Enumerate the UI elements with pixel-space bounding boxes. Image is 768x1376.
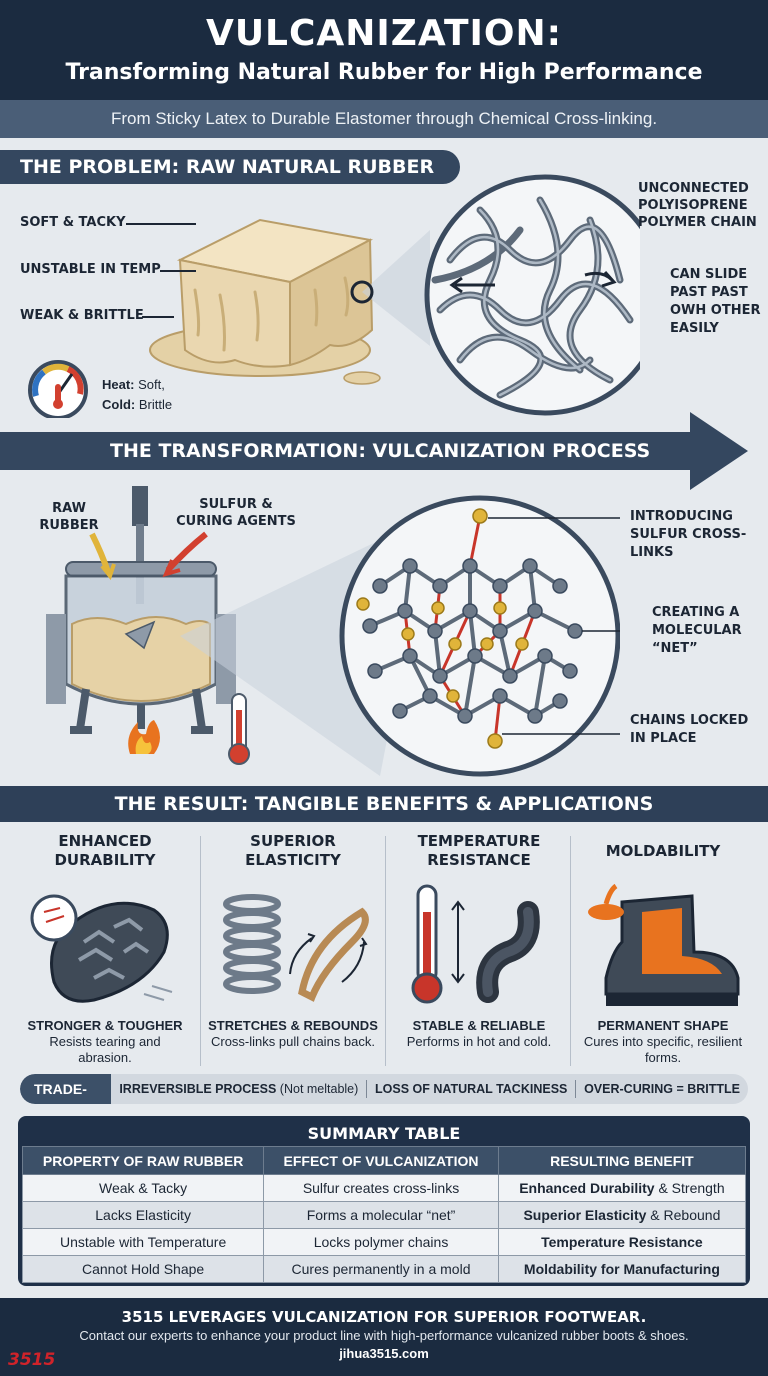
footer-url-link[interactable]: jihua3515.com [339, 1346, 429, 1361]
benefit-title: SUPERIOR ELASTICITY [245, 832, 341, 869]
table-cell: Unstable with Temperature [21, 1228, 265, 1256]
cell-rest: & Strength [654, 1180, 725, 1196]
summary-table: SUMMARY TABLE PROPERTY OF RAW RUBBER EFF… [18, 1116, 750, 1286]
benefit-head: STRETCHES & REBOUNDS [208, 1018, 378, 1033]
table-cell: Lacks Elasticity [21, 1201, 265, 1229]
benefit-desc: Performs in hot and cold. [406, 1034, 552, 1049]
benefit-moldability: MOLDABILITY PERMANENT SHAPE Cures into s… [572, 828, 754, 1076]
column-header: PROPERTY OF RAW RUBBER [21, 1146, 265, 1175]
tradeoffs-bar: TRADE-OFFS IRREVERSIBLE PROCESS (Not mel… [20, 1074, 748, 1104]
cell-rest: & Rebound [646, 1207, 721, 1223]
benefit-durability: ENHANCED DURABILITY STRONGER & TOUGHER R… [14, 828, 196, 1076]
label-molecular-net: CREATING A MOLECULAR “NET” [652, 605, 742, 656]
tradeoff-text: IRREVERSIBLE PROCESS [119, 1082, 277, 1096]
page-title: VULCANIZATION: [205, 13, 563, 54]
benefit-desc: Resists tearing and abrasion. [49, 1034, 161, 1065]
column-header: EFFECT OF VULCANIZATION [263, 1146, 499, 1175]
gauge-heat-value: Soft, [138, 377, 165, 392]
gauge-heat-label: Heat: [102, 377, 135, 392]
divider [366, 1080, 367, 1098]
tradeoffs-tag: TRADE-OFFS [20, 1074, 112, 1104]
table-row: Weak & Tacky Sulfur creates cross-links … [21, 1174, 747, 1202]
label-unconnected-chain: UNCONNECTED POLYISOPRENE POLYMER CHAIN [638, 181, 757, 230]
column-divider [200, 836, 201, 1066]
table-cell: Cannot Hold Shape [21, 1255, 265, 1283]
footer-contact: Contact our experts to enhance your prod… [79, 1328, 689, 1343]
spring-band-icon [223, 894, 369, 1002]
table-row: Cannot Hold Shape Cures permanently in a… [21, 1255, 747, 1283]
column-divider [570, 836, 571, 1066]
column-divider [385, 836, 386, 1066]
crosslink-network-zoom [180, 495, 620, 777]
leader-line [160, 270, 196, 272]
polymer-chain-zoom [350, 174, 640, 416]
table-cell: Cures permanently in a mold [263, 1255, 499, 1283]
table-title: SUMMARY TABLE [307, 1124, 461, 1143]
process-arrow-banner [0, 412, 748, 490]
leader-line [142, 316, 174, 318]
shoe-sole-icon [30, 894, 173, 1003]
label-chains-locked: CHAINS LOCKED IN PLACE [630, 713, 749, 746]
label-soft-tacky: SOFT & TACKY [20, 215, 126, 230]
table-row: Unstable with Temperature Locks polymer … [21, 1228, 747, 1256]
table-cell: Temperature Resistance [497, 1228, 747, 1256]
tradeoff-overcuring: OVER-CURING = BRITTLE [584, 1082, 740, 1096]
table-cell: Sulfur creates cross-links [263, 1174, 499, 1202]
page-subtitle: Transforming Natural Rubber for High Per… [65, 60, 703, 85]
table-cell: Locks polymer chains [263, 1228, 499, 1256]
benefit-title: MOLDABILITY [605, 841, 721, 860]
header-banner: VULCANIZATION: Transforming Natural Rubb… [0, 0, 768, 100]
label-can-slide: CAN SLIDE PAST PAST OWH OTHER EASILY [670, 267, 761, 336]
temperature-gauge-icon [28, 360, 88, 418]
table-cell: Superior Elasticity & Rebound [497, 1201, 747, 1229]
cell-bold: Enhanced Durability [519, 1180, 655, 1196]
column-header: RESULTING BENEFIT [497, 1146, 747, 1175]
benefit-temperature: TEMPERATURE RESISTANCE STABLE & RELIABLE… [388, 828, 570, 1076]
gauge-cold-value: Brittle [138, 397, 173, 412]
brand-logo: 3515 [8, 1350, 56, 1370]
transformation-heading: THE TRANSFORMATION: VULCANIZATION PROCES… [110, 440, 651, 462]
tradeoff-irreversible: IRREVERSIBLE PROCESS (Not meltable) [111, 1082, 366, 1096]
raw-rubber-illustration [149, 218, 381, 385]
footer-headline: 3515 LEVERAGES VULCANIZATION FOR SUPERIO… [121, 1308, 647, 1326]
table-grid: PROPERTY OF RAW RUBBER EFFECT OF VULCANI… [21, 1146, 747, 1283]
table-cell: Weak & Tacky [21, 1174, 265, 1202]
benefit-head: PERMANENT SHAPE [597, 1018, 729, 1033]
benefit-desc: Cross-links pull chains back. [210, 1034, 375, 1049]
label-sulfur-agents: SULFUR & CURING AGENTS [176, 497, 296, 529]
benefit-title: TEMPERATURE RESISTANCE [417, 832, 541, 869]
tradeoff-tackiness: LOSS OF NATURAL TACKINESS [375, 1082, 568, 1096]
cell-bold: Temperature Resistance [541, 1234, 703, 1250]
table-cell: Enhanced Durability & Strength [497, 1174, 747, 1202]
thermometer-hose-icon [411, 884, 540, 1004]
tagline: From Sticky Latex to Durable Elastomer t… [0, 100, 768, 138]
problem-heading: THE PROBLEM: RAW NATURAL RUBBER [0, 150, 460, 184]
benefit-head: STRONGER & TOUGHER [27, 1018, 183, 1033]
table-row: Lacks Elasticity Forms a molecular “net”… [21, 1201, 747, 1229]
result-heading: THE RESULT: TANGIBLE BENEFITS & APPLICAT… [0, 786, 768, 822]
tradeoff-note: (Not meltable) [279, 1082, 359, 1096]
label-weak-brittle: WEAK & BRITTLE [20, 308, 144, 323]
boot-icon [588, 883, 740, 1006]
benefit-title: ENHANCED DURABILITY [54, 832, 156, 869]
benefit-elasticity: SUPERIOR ELASTICITY STRETCHES & REBOUNDS… [202, 828, 384, 1076]
table-header-row: PROPERTY OF RAW RUBBER EFFECT OF VULCANI… [21, 1146, 747, 1175]
label-raw-rubber: RAW RUBBER [39, 501, 99, 533]
table-cell: Forms a molecular “net” [263, 1201, 499, 1229]
footer: 3515 LEVERAGES VULCANIZATION FOR SUPERIO… [0, 1298, 768, 1376]
cell-bold: Superior Elasticity [523, 1207, 647, 1223]
divider [575, 1080, 577, 1098]
leader-line [126, 223, 196, 225]
benefit-desc: Cures into specific, resilient forms. [583, 1034, 743, 1065]
gauge-cold-label: Cold: [102, 397, 136, 412]
label-sulfur-crosslinks: INTRODUCING SULFUR CROSS-LINKS [630, 509, 747, 560]
benefit-head: STABLE & RELIABLE [412, 1018, 546, 1033]
table-cell: Moldability for Manufacturing [497, 1255, 747, 1283]
label-unstable-temp: UNSTABLE IN TEMP [20, 262, 161, 277]
cell-bold: Moldability for Manufacturing [523, 1261, 720, 1277]
